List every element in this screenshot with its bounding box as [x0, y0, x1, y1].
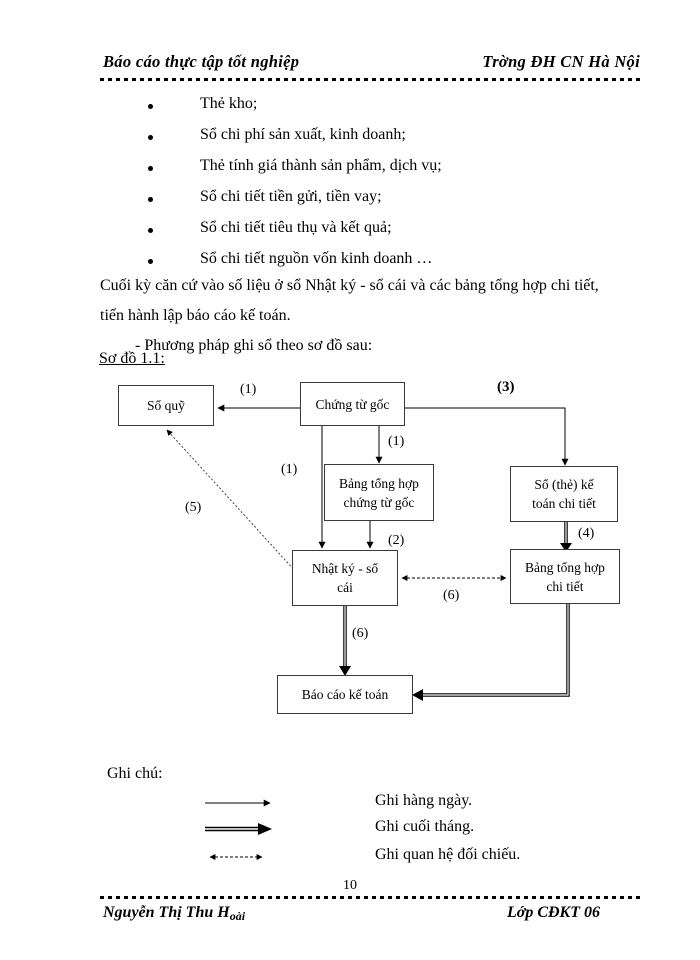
list-item-label: Sổ chi phí sản xuất, kinh doanh; [200, 126, 406, 143]
list-item-label: Sổ chi tiết tiêu thụ và kết quả; [200, 219, 392, 236]
list-item-label: Thẻ kho; [200, 95, 258, 112]
bullet-point-icon [148, 104, 153, 109]
header-left-title: Báo cáo thực tập tốt nghiệp [103, 52, 300, 71]
node-bang-tong-hop-chi-tiet-label: Bảng tổng hợp chi tiết [525, 559, 605, 594]
edge-nhatky-to-baocao-head [339, 666, 351, 676]
single-arrow-icon [205, 799, 271, 807]
bullet-point-icon [148, 259, 153, 264]
footer-author-main: Nguyễn Thị Thu H [103, 904, 230, 921]
node-nhat-ky-so-cai-label: Nhật ký - sổ cái [311, 561, 379, 595]
bullet-list: Thẻ kho; Sổ chi phí sản xuất, kinh doanh… [100, 95, 640, 281]
double-arrow-icon [205, 823, 272, 835]
header-right-title: Trờng ĐH CN Hà Nội [482, 52, 640, 71]
node-so-quy-label: Sổ quỹ [147, 398, 185, 413]
paragraph-line: Cuối kỳ căn cứ vào số liệu ở sổ Nhật ký … [100, 277, 599, 294]
bullet-point-icon [148, 166, 153, 171]
page-footer: Nguyễn Thị Thu Hoài Lớp CĐKT 06 [100, 896, 640, 930]
legend-item-daily-label: Ghi hàng ngày. [375, 792, 473, 809]
paragraph-line: tiến hành lập báo cáo kế toán. [100, 307, 291, 324]
node-nhat-ky-so-cai[interactable]: Nhật ký - sổ cái [292, 550, 398, 606]
list-item-label: Thẻ tính giá thành sản phẩm, dịch vụ; [200, 157, 442, 174]
bullet-point-icon [148, 228, 153, 233]
node-bang-tong-hop-chung-tu-goc[interactable]: Bảng tổng hợp chứng từ gốc [324, 464, 434, 521]
node-bang-tong-hop-chung-tu-goc-label: Bảng tổng hợp chứng từ gốc [339, 475, 419, 510]
edge-bangthct-to-baocao-inner [420, 604, 569, 696]
node-bang-tong-hop-chi-tiet[interactable]: Bảng tổng hợp chi tiết [510, 549, 620, 604]
dotted-bidirectional-arrow-icon [209, 854, 263, 860]
node-so-the-ke-toan-chi-tiet-label: Sổ (thẻ) kế toán chi tiết [532, 477, 596, 511]
page-header: Báo cáo thực tập tốt nghiệp Trờng ĐH CN … [100, 52, 640, 82]
edge-bangthct-to-baocao-head [412, 689, 423, 701]
edge-label-1a: (1) [240, 382, 257, 397]
node-bao-cao-ke-toan[interactable]: Báo cáo kế toán [277, 675, 413, 714]
legend-item-reconcile-label: Ghi quan hệ đối chiếu. [375, 846, 521, 863]
list-item: Sổ chi tiết nguồn vốn kinh doanh … [100, 250, 640, 281]
footer-author: Nguyễn Thị Thu Hoài [103, 904, 246, 923]
bullet-point-icon [148, 197, 153, 202]
list-item: Thẻ tính giá thành sản phẩm, dịch vụ; [100, 157, 640, 188]
list-item-label: Sổ chi tiết tiền gửi, tiền vay; [200, 188, 382, 205]
node-so-the-ke-toan-chi-tiet[interactable]: Sổ (thẻ) kế toán chi tiết [510, 466, 618, 522]
page-number: 10 [343, 878, 357, 893]
node-chung-tu-goc-label: Chứng từ gốc [315, 396, 390, 412]
edge-sothekt-to-bangthct-head [560, 543, 572, 552]
footer-dotted-rule [100, 896, 640, 899]
edge-label-1c: (1) [281, 462, 298, 477]
list-item: Thẻ kho; [100, 95, 640, 126]
edge-bangthct-to-baocao-shaft [420, 604, 570, 697]
figure-caption: Sơ đồ 1.1: [99, 350, 165, 367]
footer-author-sub: oài [229, 909, 246, 923]
node-so-quy[interactable]: Sổ quỹ [118, 385, 214, 426]
list-item: Sổ chi tiết tiền gửi, tiền vay; [100, 188, 640, 219]
edge-label-5: (5) [185, 500, 202, 515]
edge-label-6b: (6) [352, 626, 369, 641]
footer-class: Lớp CĐKT 06 [506, 904, 600, 921]
node-bao-cao-ke-toan-label: Báo cáo kế toán [301, 687, 389, 702]
list-item-label: Sổ chi tiết nguồn vốn kinh doanh … [200, 250, 433, 267]
list-item: Sổ chi tiết tiêu thụ và kết quả; [100, 219, 640, 250]
bullet-point-icon [148, 135, 153, 140]
legend-title: Ghi chú: [107, 765, 163, 782]
edge-label-1b: (1) [388, 434, 405, 449]
edge-label-3: (3) [497, 379, 515, 395]
edge-label-6a: (6) [443, 588, 460, 603]
node-chung-tu-goc[interactable]: Chứng từ gốc [300, 382, 405, 426]
legend-item-monthly-label: Ghi cuối tháng. [375, 818, 475, 835]
edge-chungtugoc-to-sothekt [405, 407, 569, 466]
list-item: Sổ chi phí sản xuất, kinh doanh; [100, 126, 640, 157]
paragraph-line: - Phương pháp ghi sổ theo sơ đồ sau: [135, 337, 373, 354]
body-paragraphs: Cuối kỳ căn cứ vào số liệu ở sổ Nhật ký … [100, 271, 645, 361]
edge-label-4: (4) [578, 526, 595, 541]
edge-label-2: (2) [388, 533, 405, 548]
header-dotted-rule [100, 78, 640, 81]
